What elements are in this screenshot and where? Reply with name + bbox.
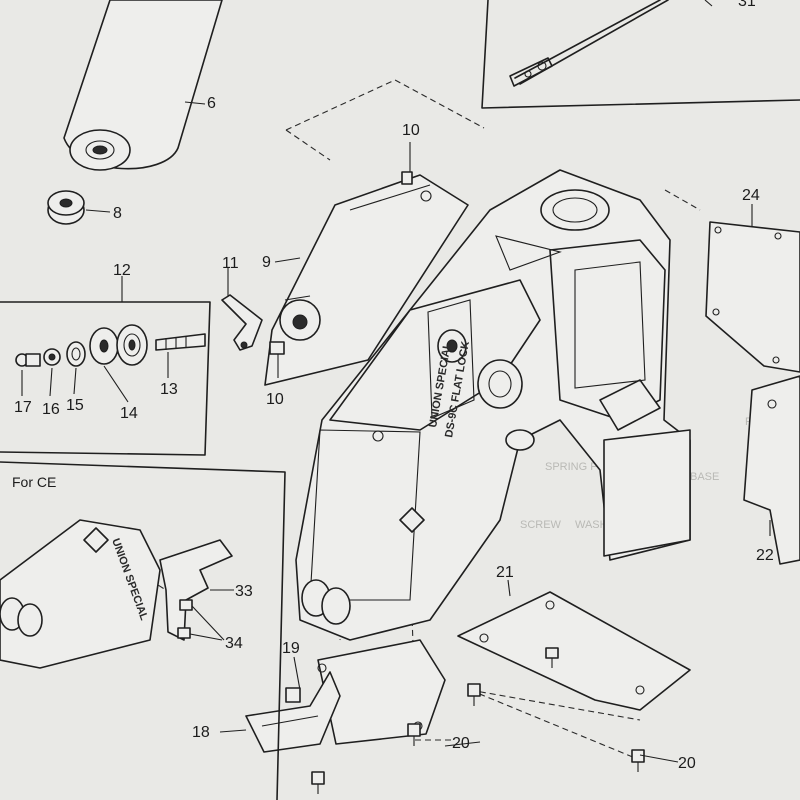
callout-14: 14	[120, 405, 138, 422]
callout-19: 19	[282, 640, 300, 657]
inset-caption: For CE	[12, 474, 56, 490]
callout-12: 12	[113, 262, 131, 279]
screw-20-plate	[545, 647, 559, 668]
callout-34: 34	[225, 635, 243, 652]
part-6-knob	[63, 0, 223, 171]
callout-13: 13	[160, 381, 178, 398]
bleed-text: SCREW	[520, 519, 562, 531]
part-21-plate	[457, 579, 691, 711]
brand-emblem	[399, 507, 425, 533]
callout-10b: 10	[266, 391, 284, 408]
callout-18: 18	[192, 724, 210, 741]
callout-16: 16	[42, 401, 60, 418]
callout-11: 11	[222, 255, 239, 272]
part-15-nut	[66, 341, 86, 367]
group-12-leaders	[21, 352, 169, 403]
part-33-plate	[159, 539, 233, 641]
group-12-box	[0, 276, 211, 456]
leader-9	[274, 257, 301, 263]
ce-inset-parts: UNION SPECIAL	[0, 519, 234, 669]
part-22-cover	[743, 375, 800, 565]
part-19-bracket	[317, 639, 446, 745]
screw-10a	[401, 171, 413, 185]
main-arm-casting	[295, 169, 691, 641]
callout-31: 31	[738, 0, 756, 10]
bleed-text: BASE	[690, 471, 719, 483]
callout-22: 22	[756, 547, 774, 564]
group-12-parts	[15, 324, 206, 367]
ce-inset-box	[0, 461, 286, 800]
part-11-bracket	[221, 268, 263, 351]
ce-brand-emblem	[83, 527, 109, 553]
callout-20a: 20	[452, 735, 470, 752]
callout-10: 10	[402, 122, 420, 139]
part-8-nut	[47, 190, 111, 225]
callout-15: 15	[66, 397, 84, 414]
callout-9: 9	[262, 254, 271, 271]
part-24-gasket	[705, 204, 800, 373]
callout-6: 6	[207, 95, 216, 112]
callout-21: 21	[496, 564, 514, 581]
callout-33: 33	[235, 583, 253, 600]
part-31-box	[481, 0, 800, 109]
callout-8: 8	[113, 205, 122, 222]
screw-10b	[269, 341, 285, 378]
screws-20	[311, 683, 679, 794]
callout-17: 17	[14, 399, 32, 416]
part-13-stud	[155, 333, 206, 351]
part-9-cover	[264, 174, 469, 386]
callout-24: 24	[742, 187, 760, 204]
callout-20b: 20	[678, 755, 696, 772]
leader-19	[293, 656, 301, 691]
part-18-spring-foot	[219, 671, 341, 753]
